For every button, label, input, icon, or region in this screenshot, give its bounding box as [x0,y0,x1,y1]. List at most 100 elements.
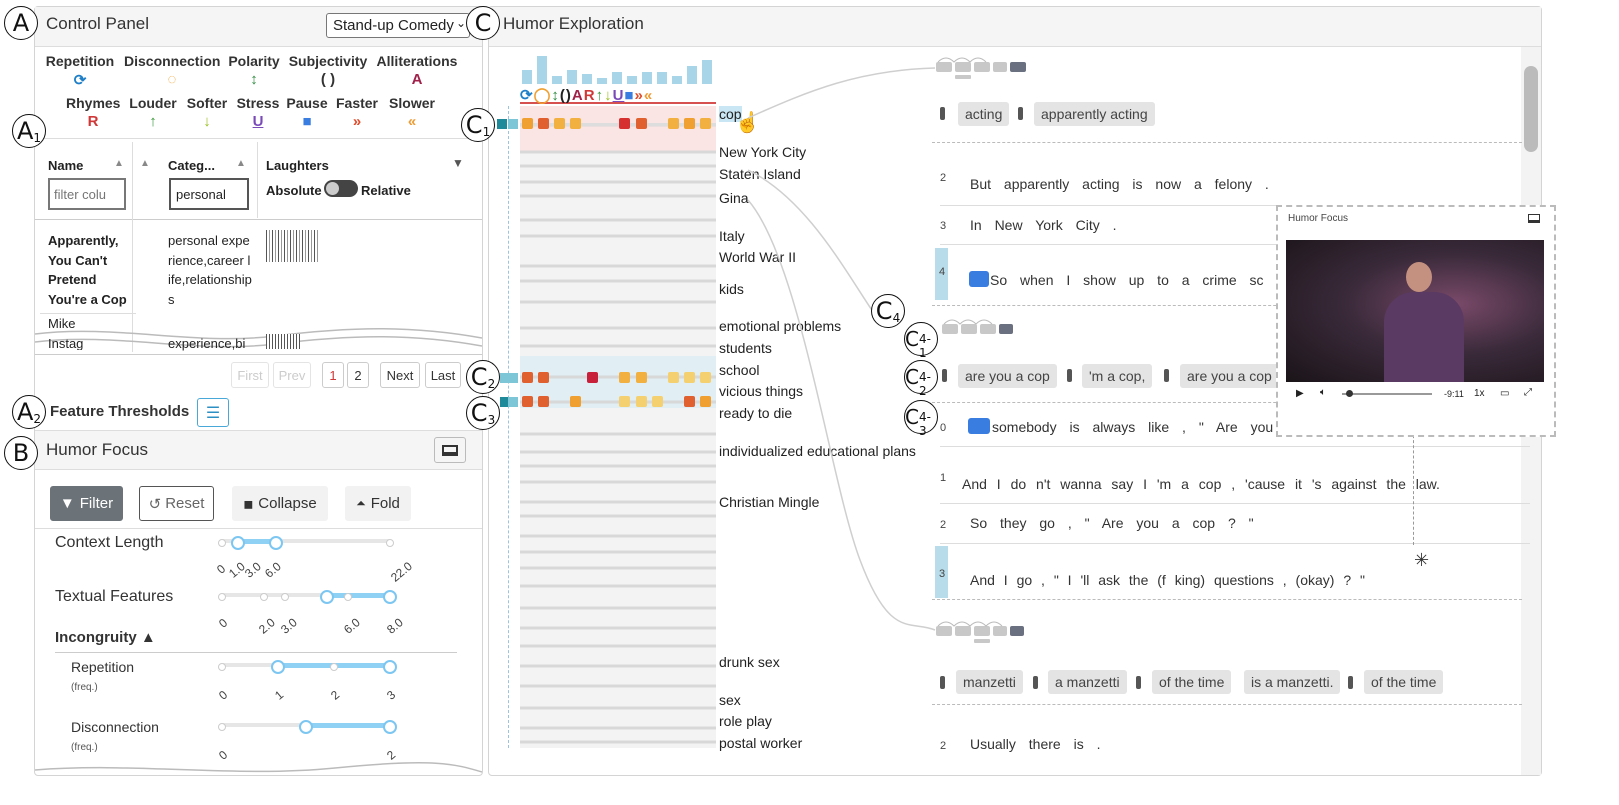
scrollbar-thumb[interactable] [1524,66,1538,152]
table-row-name[interactable]: Mike [48,316,76,331]
page-prev-button[interactable]: Prev [273,362,311,388]
context-length-max-handle[interactable] [269,536,283,550]
sentence-text[interactable]: So when I show up to a crime sc [990,272,1264,288]
table-header-category[interactable]: Categ... [168,158,215,173]
keyword-item[interactable]: students [719,340,772,356]
keyword-item[interactable]: vicious things [719,383,804,399]
keyword-item[interactable]: role play [719,713,772,729]
sentence-text[interactable]: In New York City . [970,217,1117,233]
disconnection-max-handle[interactable] [383,720,397,734]
keyword-item[interactable]: Gina [719,190,749,206]
textual-features-label: Textual Features [55,588,174,605]
table-row-name[interactable]: Instag [48,336,84,350]
context-chip[interactable]: of the time [1364,670,1444,694]
keyword-item[interactable]: Italy [719,228,745,244]
keyword-item[interactable]: Christian Mingle [719,494,820,510]
page-next-button[interactable]: Next [380,362,420,388]
fold-button[interactable]: ⏶Fold [345,486,411,521]
sentence-text[interactable]: And I do n't wanna say I 'm a cop , 'cau… [962,476,1440,492]
page-2-button[interactable]: 2 [347,362,369,388]
textual-features-min-handle[interactable] [320,590,334,604]
context-chip[interactable]: is a manzetti. [1244,670,1341,694]
repetition-max-handle[interactable] [383,660,397,674]
reset-button[interactable]: ↺Reset [139,486,214,521]
keyword-item[interactable]: individualized educational plans [719,443,916,459]
feature-softer[interactable]: Softer↓ [184,95,230,130]
volume-icon[interactable]: 🔈︎ [1320,387,1326,398]
keyword-item[interactable]: drunk sex [719,654,780,670]
incongruity-toggle[interactable]: Incongruity ▲ [55,629,156,646]
context-chip[interactable]: manzetti [956,670,1023,694]
row-marker [508,119,518,129]
dataset-select[interactable]: Stand-up Comedy⌄ [326,13,470,38]
filter-button[interactable]: ▼Filter [50,486,123,521]
sort-up-icon[interactable]: ▲ [114,158,124,169]
name-filter-input[interactable] [48,178,126,210]
keyword-item[interactable]: school [719,362,760,378]
disconnection-min-handle[interactable] [299,720,313,734]
histogram-bar [597,78,607,84]
progress-knob[interactable] [1346,390,1353,397]
sentence-text[interactable]: So they go , " Are you a cop ? " [970,515,1254,531]
keyword-item[interactable]: postal worker [719,735,803,751]
keyword-item[interactable]: Staten Island [719,166,801,182]
page-1-button[interactable]: 1 [322,362,344,388]
page-first-button[interactable]: First [231,362,269,388]
feature-disconnection[interactable]: Disconnection◌ [124,53,220,88]
dropdown-icon[interactable]: ▼ [452,156,464,170]
feature-slower[interactable]: Slower« [386,95,438,130]
keyword-item[interactable]: cop [719,106,742,122]
divider [257,142,258,218]
speed-label[interactable]: 1x [1474,388,1485,399]
context-chip[interactable]: apparently acting [1034,102,1155,126]
feature-subjectivity[interactable]: Subjectivity( ) [288,53,368,88]
context-chip[interactable]: are you a cop [1180,364,1279,388]
video-frame[interactable] [1286,240,1544,382]
page-last-button[interactable]: Last [425,362,461,388]
keyword-item[interactable]: sex [719,692,741,708]
feature-pause[interactable]: Pause■ [286,95,328,130]
keyword-item[interactable]: kids [719,281,744,297]
context-chip[interactable]: are you a cop [958,364,1057,388]
progress-track[interactable] [1342,393,1432,395]
keyword-item[interactable]: emotional problems [719,318,842,334]
feature-louder[interactable]: Louder↑ [128,95,178,130]
table-header-name[interactable]: Name [48,158,84,173]
collapse-button[interactable]: ◼Collapse [232,486,328,521]
feature-faster[interactable]: Faster» [334,95,380,130]
context-chip[interactable]: a manzetti [1048,670,1127,694]
monitor-icon[interactable] [1528,214,1540,223]
monitor-button[interactable] [434,437,466,463]
play-icon[interactable]: ▶ [1296,388,1304,399]
pip-icon[interactable]: ▭ [1500,388,1510,399]
feature-polarity[interactable]: Polarity↕ [226,53,282,88]
keyword-item[interactable]: New York City [719,144,807,160]
table-header-laughters[interactable]: Laughters [266,158,329,173]
textual-features-max-handle[interactable] [383,590,397,604]
context-chip[interactable]: acting [958,102,1010,126]
context-length-track[interactable] [222,539,390,543]
fold-icon: ⏶ [356,496,366,510]
laughter-mode-toggle[interactable] [324,180,358,197]
sentence-text[interactable]: And I go , " I 'll ask the (f king) ques… [970,572,1365,588]
sort-up-icon[interactable]: ▲ [236,158,246,169]
sentence-text[interactable]: But apparently acting is now a felony . [970,176,1269,192]
context-chip[interactable]: 'm a cop, [1082,364,1153,388]
sentence-text[interactable]: Usually there is . [970,736,1101,752]
textual-features-track[interactable] [222,593,390,597]
sentence-text[interactable]: somebody is always like , " Are you a co… [992,419,1368,435]
sort-up-icon[interactable]: ▲ [140,158,150,169]
context-length-min-handle[interactable] [231,536,245,550]
feature-repetition[interactable]: Repetition⟳ [44,53,116,89]
fullscreen-icon[interactable]: ⤢ [1524,387,1532,398]
thresholds-settings-button[interactable]: ☰ [197,398,229,427]
repetition-min-handle[interactable] [271,660,285,674]
table-row-name[interactable]: Apparently, You Can't Pretend You're a C… [48,233,127,307]
context-chip[interactable]: of the time [1152,670,1232,694]
keyword-item[interactable]: ready to die [719,405,793,421]
category-filter-input[interactable]: personal [169,178,249,210]
